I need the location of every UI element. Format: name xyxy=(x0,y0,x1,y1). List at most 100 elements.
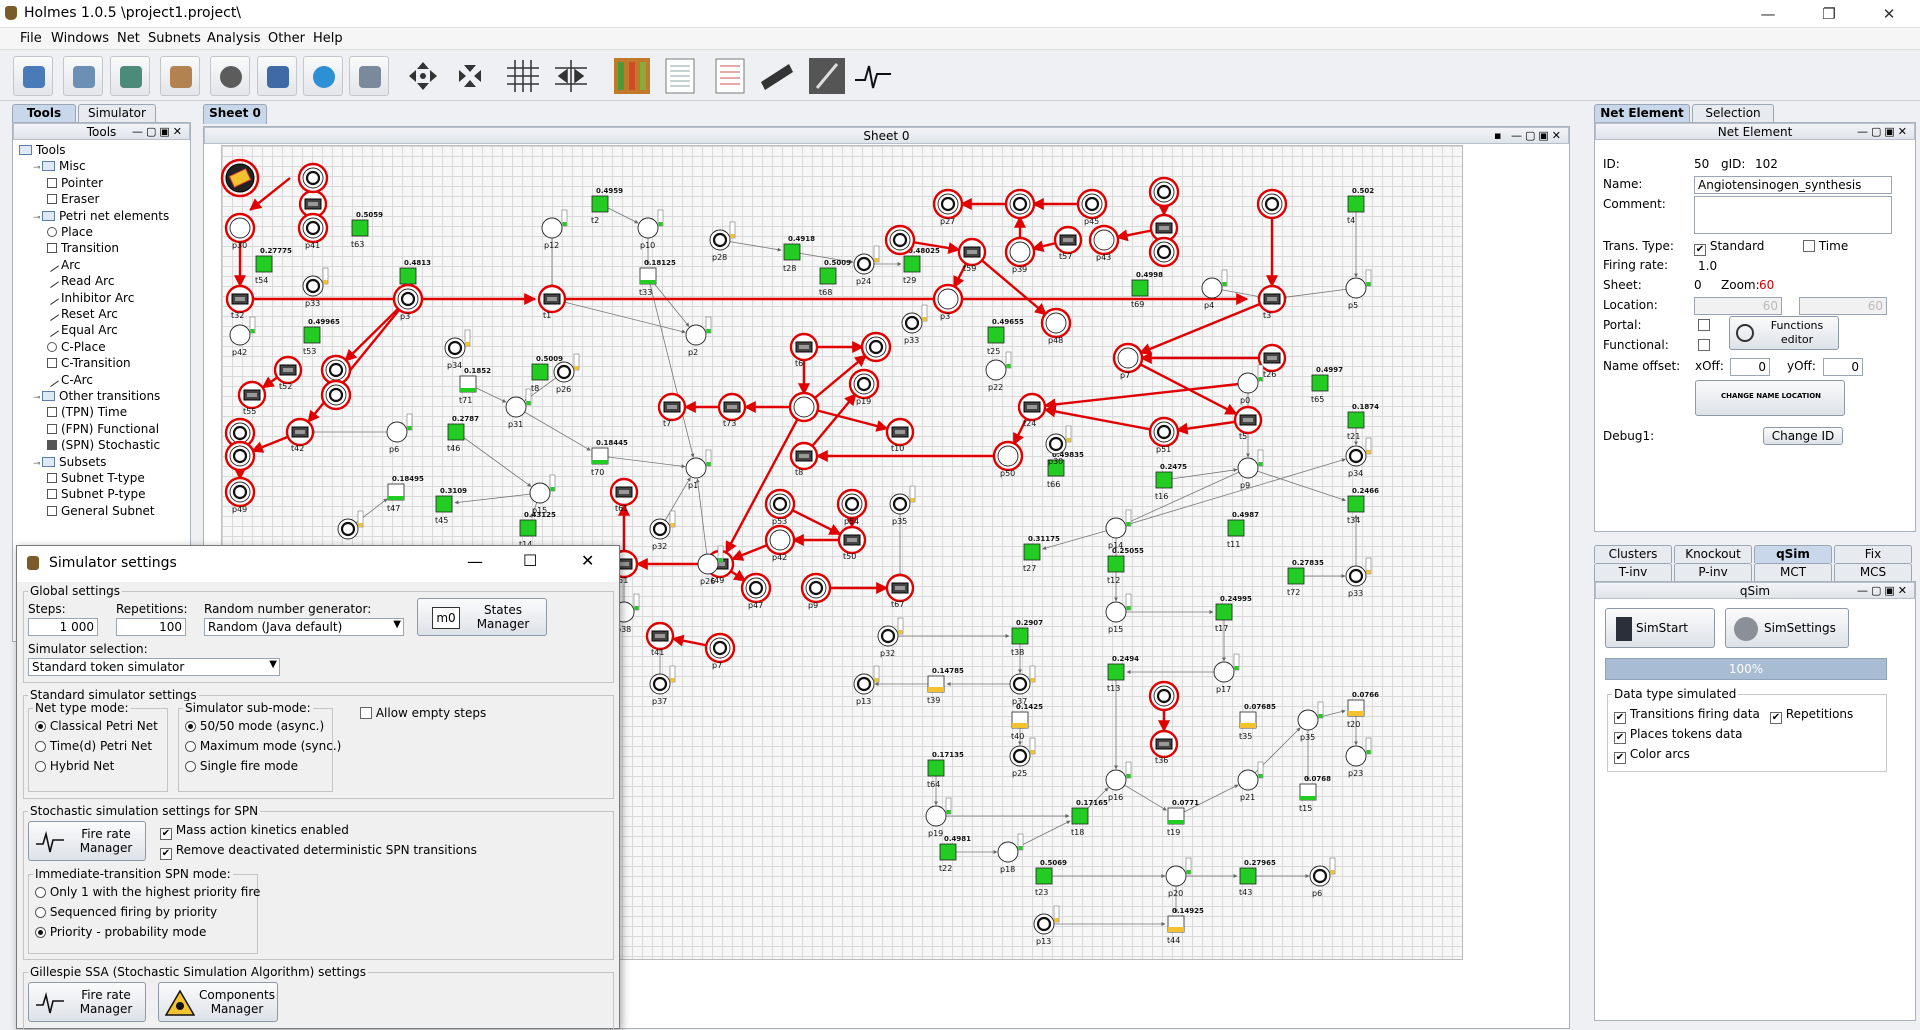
menu-analysis[interactable]: Analysis xyxy=(207,31,261,46)
location-y-field[interactable]: 60 xyxy=(1799,297,1887,315)
tree-expand-icon[interactable]: ⊸ xyxy=(33,212,41,223)
tree-expand-icon[interactable]: ⊸ xyxy=(33,393,41,403)
simulator-selection-select[interactable]: Standard token simulator ▼ xyxy=(28,658,280,676)
allow-empty-checkbox[interactable]: Allow empty steps xyxy=(360,706,486,720)
open-project-button[interactable] xyxy=(63,56,103,96)
minimize-button[interactable]: — xyxy=(1760,5,1776,23)
simsettings-button[interactable]: SimSettings xyxy=(1725,608,1849,648)
tab-mct[interactable]: MCT xyxy=(1754,563,1832,581)
transitions-firing-checkbox[interactable]: ✔ Transitions firing data xyxy=(1614,707,1760,724)
import-button[interactable] xyxy=(110,56,150,96)
support-button[interactable] xyxy=(210,56,250,96)
tree-item-arc[interactable]: Arc xyxy=(45,257,80,273)
qsim-window-controls[interactable]: —▢▣✕ xyxy=(1856,584,1910,597)
table-report-button[interactable] xyxy=(710,56,750,96)
tree-item-other-transitions[interactable]: ⊸Other transitions xyxy=(33,388,160,404)
tree-item-c-arc[interactable]: C-Arc xyxy=(45,372,93,388)
repetitions-checkbox[interactable]: ✔ Repetitions xyxy=(1770,707,1853,724)
expand-button[interactable] xyxy=(403,56,443,96)
tree-item-fpn-functional[interactable]: (FPN) Functional xyxy=(47,421,159,437)
yoff-field[interactable]: 0 xyxy=(1823,358,1863,376)
standard-checkbox[interactable]: ✔ Standard xyxy=(1694,239,1764,256)
imm-priority-radio[interactable]: Priority - probability mode xyxy=(35,925,206,939)
tree-expand-icon[interactable]: ⊸ xyxy=(33,163,41,174)
tree-item-subnet-p-type[interactable]: Subnet P-type xyxy=(47,486,145,502)
tree-item-place[interactable]: Place xyxy=(47,224,93,240)
tree-item-c-place[interactable]: C-Place xyxy=(47,339,106,355)
screenshot-button[interactable] xyxy=(257,56,297,96)
tree-item-spn-stochastic[interactable]: (SPN) Stochastic xyxy=(47,437,160,453)
collapse-button[interactable] xyxy=(450,56,490,96)
functional-checkbox[interactable] xyxy=(1698,339,1710,351)
mass-action-checkbox[interactable]: ✔ Mass action kinetics enabled xyxy=(160,823,349,840)
tab-qsim[interactable]: qSim xyxy=(1754,545,1832,563)
debug-field[interactable] xyxy=(1694,427,1754,445)
align-button[interactable] xyxy=(551,56,591,96)
maximize-button[interactable]: ❐ xyxy=(1822,5,1836,23)
tab-knockout[interactable]: Knockout xyxy=(1674,545,1752,563)
tree-item-misc[interactable]: ⊸Misc xyxy=(33,158,86,174)
functions-editor-button[interactable]: Functions editor xyxy=(1729,316,1839,350)
user-button[interactable] xyxy=(160,56,200,96)
tree-item-general-subnet[interactable]: General Subnet xyxy=(47,503,155,519)
grid-button[interactable] xyxy=(503,56,543,96)
tree-item-inhibitor-arc[interactable]: Inhibitor Arc xyxy=(45,290,134,306)
tab-tools[interactable]: Tools xyxy=(12,104,76,122)
tree-item-reset-arc[interactable]: Reset Arc xyxy=(45,306,118,322)
firing-rate-field[interactable]: 1.0 xyxy=(1694,257,1754,275)
sub-single-radio[interactable]: Single fire mode xyxy=(185,759,298,773)
places-tokens-checkbox[interactable]: ✔ Places tokens data xyxy=(1614,727,1742,744)
clean-button[interactable] xyxy=(807,56,847,96)
new-project-button[interactable] xyxy=(13,56,53,96)
tree-item-transition[interactable]: Transition xyxy=(47,240,119,256)
tab-fix[interactable]: Fix xyxy=(1834,545,1912,563)
portal-checkbox[interactable] xyxy=(1698,319,1710,331)
comment-field[interactable] xyxy=(1694,196,1892,234)
color-arcs-checkbox[interactable]: ✔ Color arcs xyxy=(1614,747,1690,764)
steps-field[interactable]: 1 000 xyxy=(28,618,98,636)
dialog-close-button[interactable]: ✕ xyxy=(581,551,595,570)
tab-mcs[interactable]: MCS xyxy=(1834,563,1912,581)
fire-rate-button[interactable] xyxy=(853,56,893,96)
menu-file[interactable]: File xyxy=(20,31,42,46)
tree-item-tools[interactable]: Tools xyxy=(19,142,66,158)
tab-simulator[interactable]: Simulator xyxy=(78,104,156,122)
simstart-button[interactable]: SimStart xyxy=(1605,608,1715,648)
states-manager-button[interactable]: m0 States Manager xyxy=(417,598,547,636)
change-name-location-button[interactable]: CHANGE NAME LOCATION xyxy=(1695,380,1845,416)
tab-selection[interactable]: Selection xyxy=(1692,104,1774,122)
remove-deactivated-checkbox[interactable]: ✔ Remove deactivated deterministic SPN t… xyxy=(160,843,477,860)
sub-max-radio[interactable]: Maximum mode (sync.) xyxy=(185,739,341,753)
net-hybrid-radio[interactable]: Hybrid Net xyxy=(35,759,114,773)
tree-item-eraser[interactable]: Eraser xyxy=(47,191,99,207)
tree-item-tpn-time[interactable]: (TPN) Time xyxy=(47,404,127,420)
tab-t-inv[interactable]: T-inv xyxy=(1594,563,1672,581)
tab-net-element[interactable]: Net Element xyxy=(1594,104,1690,122)
imm-only1-radio[interactable]: Only 1 with the highest priority fire xyxy=(35,885,260,899)
sub-5050-radio[interactable]: 50/50 mode (async.) xyxy=(185,719,324,733)
report-button[interactable] xyxy=(660,56,700,96)
tree-item-pointer[interactable]: Pointer xyxy=(47,175,103,191)
rng-select[interactable]: Random (Java default) ▼ xyxy=(204,618,404,636)
menu-help[interactable]: Help xyxy=(313,31,343,46)
tree-item-equal-arc[interactable]: Equal Arc xyxy=(45,322,118,338)
dialog-maximize-button[interactable]: ☐ xyxy=(523,551,538,570)
menu-windows[interactable]: Windows xyxy=(51,31,110,46)
location-x-field[interactable]: 60 xyxy=(1694,297,1782,315)
tree-item-c-transition[interactable]: C-Transition xyxy=(47,355,131,371)
menu-other[interactable]: Other xyxy=(268,31,305,46)
fire-rate-manager-button[interactable]: Fire rate Manager xyxy=(28,821,146,861)
panel-window-controls[interactable]: —▢▣✕ xyxy=(131,125,185,138)
delete-button[interactable] xyxy=(349,56,389,96)
card-button[interactable] xyxy=(757,56,797,96)
tab-p-inv[interactable]: P-inv xyxy=(1674,563,1752,581)
repetitions-field[interactable]: 100 xyxy=(116,618,186,636)
tree-expand-icon[interactable]: ⊸ xyxy=(33,458,41,469)
menu-subnets[interactable]: Subnets xyxy=(148,31,201,46)
tab-sheet-0[interactable]: Sheet 0 xyxy=(203,104,267,124)
gillespie-fire-rate-manager-button[interactable]: Fire rate Manager xyxy=(28,982,146,1022)
net-element-window-controls[interactable]: —▢▣✕ xyxy=(1856,125,1910,138)
heatmap-button[interactable] xyxy=(612,56,652,96)
dialog-minimize-button[interactable]: — xyxy=(467,552,483,571)
components-manager-button[interactable]: Components Manager xyxy=(158,982,278,1022)
